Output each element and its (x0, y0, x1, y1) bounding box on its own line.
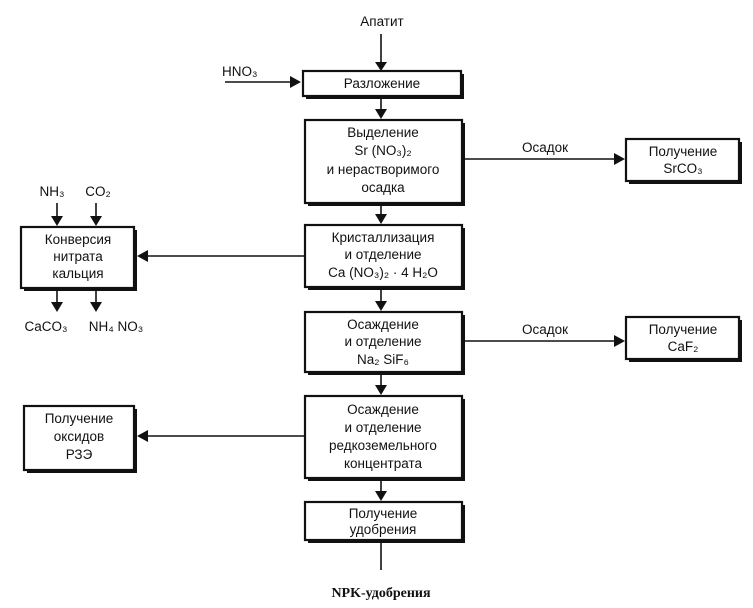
step-ree-line-4: концентрата (344, 456, 422, 471)
arrowhead (614, 153, 625, 165)
arrowhead (375, 491, 387, 501)
input-co2-label: CO₂ (85, 184, 111, 199)
step-fert-line-1: Получение (349, 506, 418, 521)
arrowhead (375, 385, 387, 395)
arrowhead (375, 109, 387, 119)
calcium-nitrate-conversion-box: Конверсия нитрата кальция (19, 225, 137, 291)
step-crystallization-box: Кристаллизация и отделение Ca (NO₃)₂ · 4… (303, 223, 465, 290)
conversion-line-1: Конверсия (45, 232, 111, 247)
step-cryst-line-1: Кристаллизация (332, 230, 435, 245)
input-hno3-label: HNO₃ (222, 64, 258, 79)
step-decomposition-label: Разложение (344, 76, 420, 91)
arrowhead (137, 430, 148, 442)
sediment-label-1: Осадок (522, 140, 568, 155)
srco3-line-1: Получение (649, 144, 718, 159)
step-cryst-line-3: Ca (NO₃)₂ · 4 H₂O (328, 265, 438, 280)
arrowhead (375, 301, 387, 311)
step-sr-separation-box: Выделение Sr (NO₃)₂ и нерастворимого оса… (303, 118, 465, 206)
step-fertilizer-box: Получение удобрения (303, 500, 465, 543)
ree-oxides-box: Получение оксидов РЗЭ (22, 404, 137, 473)
step-sr-line-4: осадка (361, 180, 405, 195)
step-cryst-line-2: и отделение (344, 247, 421, 262)
caf2-line-1: Получение (649, 322, 718, 337)
step-ree-line-2: и отделение (344, 420, 421, 435)
step-ree-line-1: Осаждение (347, 402, 419, 417)
arrowhead (51, 216, 63, 226)
arrowhead (614, 335, 625, 347)
step-na-line-3: Na₂ SiF₆ (357, 352, 409, 367)
arrowhead (90, 216, 102, 226)
ree-oxides-line-3: РЗЭ (66, 447, 93, 462)
input-apatite-label: Апатит (360, 14, 403, 29)
arrowhead (90, 302, 102, 312)
step-sr-line-1: Выделение (347, 125, 419, 140)
step-ree-concentrate-box: Осаждение и отделение редкоземельного ко… (303, 394, 465, 481)
arrowhead (375, 62, 387, 71)
input-nh3-label: NH₃ (40, 184, 65, 199)
caf2-box: Получение CaF₂ (624, 315, 742, 362)
arrowhead (375, 214, 387, 224)
output-npk-label: NPK-удобрения (331, 586, 431, 601)
conversion-line-2: нитрата (53, 249, 103, 264)
ree-oxides-line-2: оксидов (54, 429, 104, 444)
step-decomposition-box: Разложение (301, 69, 464, 99)
step-sr-line-2: Sr (NO₃)₂ (354, 143, 411, 158)
step-sr-line-3: и нерастворимого (327, 162, 440, 177)
step-na-line-1: Осаждение (347, 317, 419, 332)
arrowhead (51, 302, 63, 312)
output-nh4no3-label: NH₄ NO₃ (89, 319, 144, 334)
step-na2sif6-box: Осаждение и отделение Na₂ SiF₆ (303, 310, 465, 375)
output-caco3-label: CaCO₃ (24, 319, 67, 334)
conversion-line-3: кальция (52, 266, 103, 281)
step-fert-line-2: удобрения (350, 522, 417, 537)
step-ree-line-3: редкоземельного (329, 438, 437, 453)
sediment-label-2: Осадок (522, 322, 568, 337)
ree-oxides-line-1: Получение (45, 411, 114, 426)
caf2-line-2: CaF₂ (668, 339, 699, 354)
srco3-line-2: SrCO₃ (663, 161, 702, 176)
srco3-box: Получение SrCO₃ (624, 137, 742, 184)
step-na-line-2: и отделение (344, 334, 421, 349)
arrowhead (137, 250, 148, 262)
arrowhead (290, 76, 301, 88)
